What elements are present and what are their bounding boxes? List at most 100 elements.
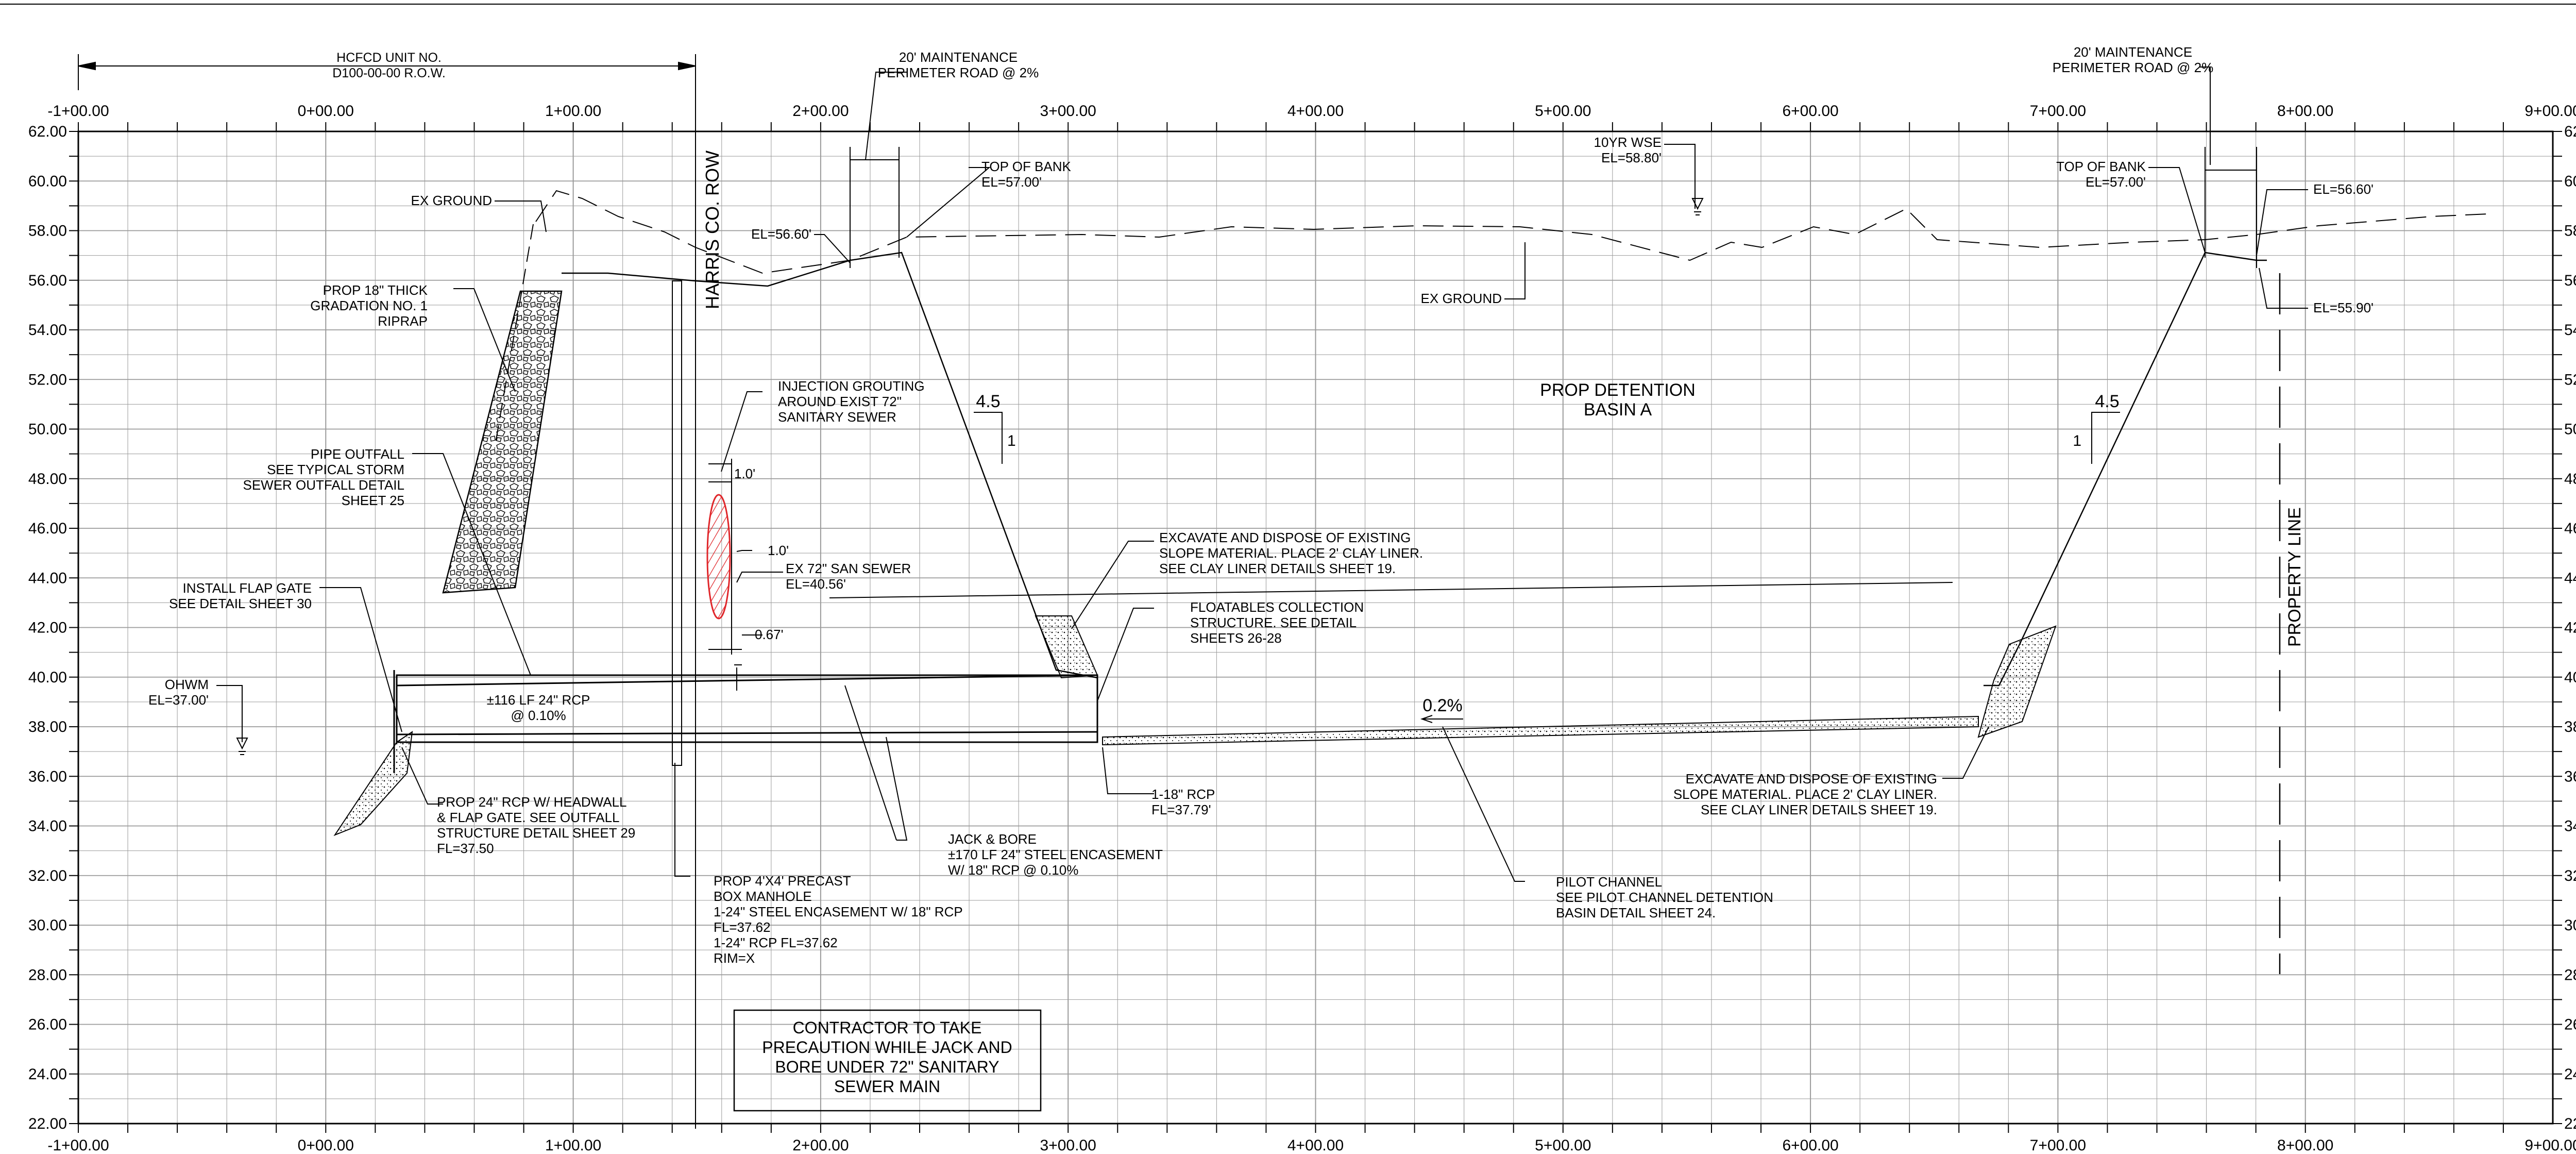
elevation-label: 56.00 (2564, 272, 2576, 289)
elevation-label: 48.00 (2564, 471, 2576, 488)
jack-line2: ±170 LF 24" STEEL ENCASEMENT (948, 847, 1163, 862)
rcp-116-line1: ±116 LF 24" RCP (487, 692, 590, 708)
elevation-label: 30.00 (2564, 917, 2576, 934)
riprap-line2: GRADATION NO. 1 (310, 298, 428, 313)
outfall-apron (333, 730, 413, 837)
elevation-label: 58.00 (2564, 223, 2576, 240)
elevation-label: 40.00 (28, 669, 67, 686)
elevation-label: 50.00 (2564, 421, 2576, 438)
elevation-label: 32.00 (2564, 867, 2576, 884)
rcp-116-line2: @ 0.10% (511, 708, 566, 723)
slope-02: 0.2% (1422, 696, 1463, 715)
elevation-label: 30.00 (28, 917, 67, 934)
maint-right-line2: PERIMETER ROAD @ 2% (2053, 60, 2213, 75)
manhole-line1: PROP 4'X4' PRECAST (714, 873, 851, 889)
riprap-line1: PROP 18" THICK (323, 282, 428, 298)
elevation-label: 56.00 (28, 272, 67, 289)
station-label: 2+00.00 (792, 1137, 849, 1154)
elevation-label: 28.00 (28, 966, 67, 983)
elevation-label: 46.00 (28, 520, 67, 537)
elevation-label: 34.00 (2564, 818, 2576, 835)
ohwm-line2: EL=37.00' (148, 692, 209, 708)
elevation-label: 58.00 (28, 223, 67, 240)
elevation-label: 26.00 (28, 1016, 67, 1033)
elevation-label: 34.00 (28, 818, 67, 835)
slope-left-ratio: 4.5 (976, 392, 1000, 411)
profile-grid (69, 122, 2562, 1133)
clay-liner-right (1977, 625, 2057, 738)
floatables-line3: SHEETS 26-28 (1190, 630, 1282, 646)
maint-left-line2: PERIMETER ROAD @ 2% (878, 65, 1039, 80)
elevation-label: 38.00 (2564, 718, 2576, 735)
top-bank-right-line1: TOP OF BANK (2056, 159, 2146, 174)
el-5660-left: EL=56.60' (751, 226, 811, 242)
manhole-line5: 1-24" RCP FL=37.62 (714, 935, 838, 950)
station-label: 1+00.00 (545, 103, 601, 120)
proposed-ground-line (562, 252, 2267, 687)
dim-10-side: 1.0' (768, 543, 789, 558)
station-label: 7+00.00 (2030, 1137, 2086, 1154)
pilot-line1: PILOT CHANNEL (1556, 874, 1662, 890)
station-label: 5+00.00 (1535, 103, 1591, 120)
headwall-line1: PROP 24" RCP W/ HEADWALL (437, 794, 627, 810)
elevation-label: 60.00 (2564, 173, 2576, 190)
existing-ground-line (535, 190, 2489, 274)
station-label: 4+00.00 (1287, 1137, 1344, 1154)
rcp18-line1: 1-18" RCP (1151, 787, 1215, 802)
contractor-note-box (733, 1009, 1042, 1112)
elevation-labels-left: 62.0060.0058.0056.0054.0052.0050.0048.00… (28, 123, 67, 1132)
headwall-line4: FL=37.50 (437, 841, 494, 856)
elevation-label: 22.00 (28, 1115, 67, 1132)
property-line-label: PROPERTY LINE (2285, 507, 2304, 647)
manhole-structure (672, 280, 682, 766)
station-label: 9+00.00 (2524, 103, 2576, 120)
top-bank-right-line2: EL=57.00' (2086, 174, 2146, 190)
excavate-upper-line2: SLOPE MATERIAL. PLACE 2' CLAY LINER. (1159, 545, 1423, 561)
sanitary-sewer-grout (706, 494, 731, 620)
top-bank-left-line1: TOP OF BANK (981, 159, 1072, 174)
excavate-lower-line3: SEE CLAY LINER DETAILS SHEET 19. (1701, 802, 1937, 817)
rcp-pipe (396, 674, 1098, 743)
dim-067: 0.67' (755, 627, 784, 642)
manhole-line2: BOX MANHOLE (714, 889, 812, 904)
station-label: 4+00.00 (1287, 103, 1344, 120)
maint-right-line1: 20' MAINTENANCE (2074, 44, 2192, 60)
elevation-labels-right: 62.0060.0058.0056.0054.0052.0050.0048.00… (2564, 123, 2576, 1132)
riprap-slope (442, 290, 563, 594)
elevation-label: 52.00 (2564, 371, 2576, 388)
dim-10-top: 1.0' (734, 466, 755, 481)
san-sewer-line1: EX 72" SAN SEWER (786, 561, 911, 576)
elevation-label: 50.00 (28, 421, 67, 438)
station-label: 6+00.00 (1782, 103, 1838, 120)
basin-line2: BASIN A (1584, 400, 1652, 420)
ex-ground-mid: EX GROUND (1421, 291, 1502, 306)
elevation-label: 32.00 (28, 867, 67, 884)
pipe-outfall-line1: PIPE OUTFALL (311, 446, 404, 462)
flap-gate-line2: SEE DETAIL SHEET 30 (169, 596, 312, 611)
station-label: 1+00.00 (545, 1137, 601, 1154)
pipe-outfall-line4: SHEET 25 (342, 493, 404, 508)
floatables-line1: FLOATABLES COLLECTION (1190, 599, 1364, 615)
headwall-line3: STRUCTURE DETAIL SHEET 29 (437, 825, 635, 841)
grout-dimensions (708, 459, 742, 691)
harris-row-label: HARRIS CO. ROW (702, 150, 723, 309)
contractor-line1: CONTRACTOR TO TAKE (793, 1018, 982, 1037)
maint-left-line1: 20' MAINTENANCE (899, 49, 1018, 65)
flap-gate-line1: INSTALL FLAP GATE (183, 580, 312, 596)
rcp18-line2: FL=37.79' (1151, 802, 1211, 817)
elevation-label: 62.00 (2564, 123, 2576, 140)
elevation-label: 42.00 (2564, 620, 2576, 637)
manhole-line4: FL=37.62 (714, 919, 771, 935)
leader-lines (216, 66, 2308, 882)
elevation-label: 36.00 (28, 768, 67, 785)
station-label: 0+00.00 (298, 103, 354, 120)
elevation-label: 44.00 (28, 570, 67, 587)
headwall-line2: & FLAP GATE. SEE OUTFALL (437, 810, 620, 825)
basin-line1: PROP DETENTION (1540, 380, 1696, 400)
elevation-label: 40.00 (2564, 669, 2576, 686)
elevation-label: 54.00 (28, 322, 67, 339)
excavate-lower-line1: EXCAVATE AND DISPOSE OF EXISTING (1686, 771, 1937, 787)
riprap-line3: RIPRAP (378, 313, 428, 329)
row-dimension (78, 54, 696, 1129)
manhole-line6: RIM=X (714, 950, 755, 966)
